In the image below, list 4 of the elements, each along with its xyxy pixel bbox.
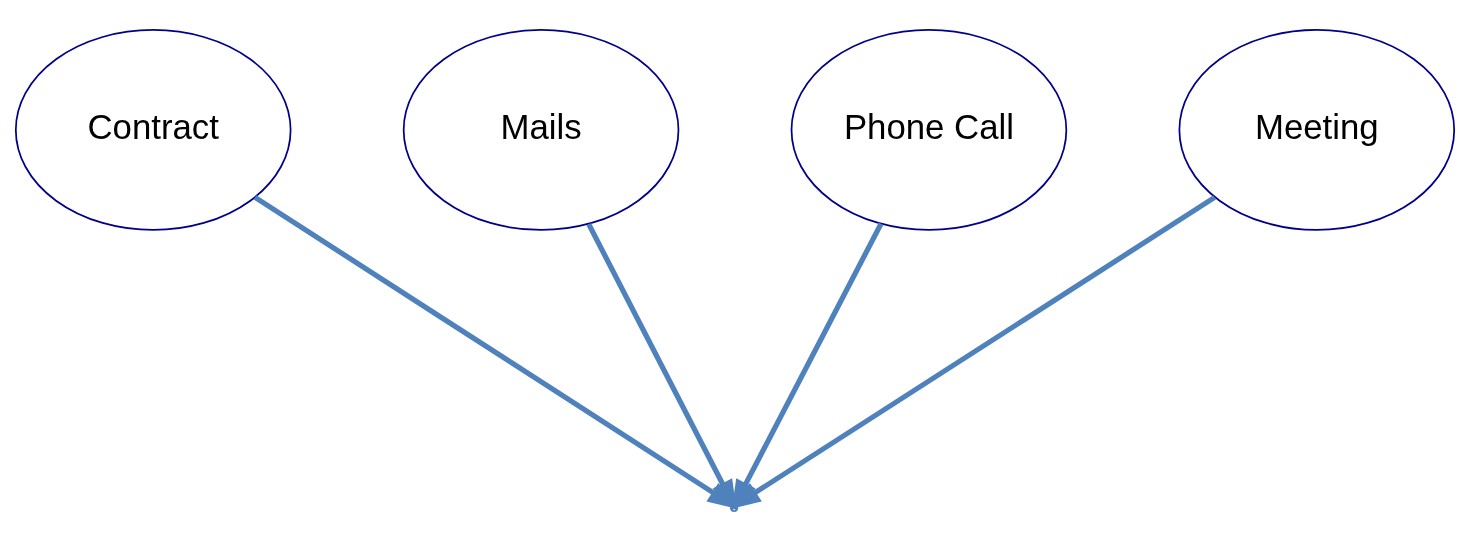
node-ellipse: Phone Call [790,28,1068,231]
node-ellipse: Mails [402,28,680,231]
node-ellipse: Meeting [1178,28,1456,231]
node-ellipse: Contract [14,28,292,231]
